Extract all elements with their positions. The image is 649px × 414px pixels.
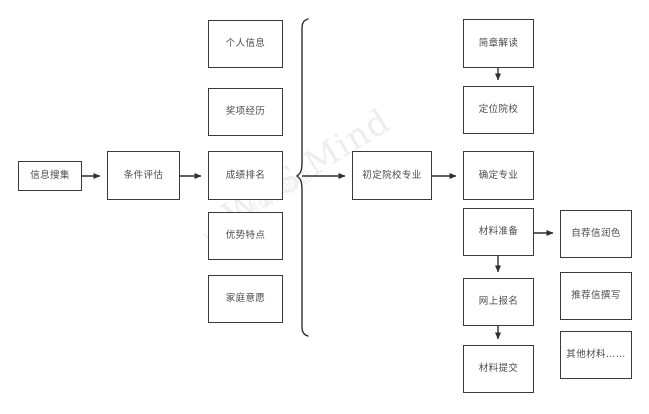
node-locate-school[interactable]: 定位院校 xyxy=(463,86,534,134)
node-online-registration[interactable]: 网上报名 xyxy=(463,278,534,326)
node-label: 初定院校专业 xyxy=(362,169,422,181)
node-self-recommendation-polish[interactable]: 自荐信润色 xyxy=(560,210,632,258)
node-label: 材料提交 xyxy=(478,363,519,375)
node-brochure-interpretation[interactable]: 简章解读 xyxy=(463,19,534,68)
node-award-experience[interactable]: 奖项经历 xyxy=(208,88,283,136)
node-label: 自荐信润色 xyxy=(571,228,621,240)
node-strength-features[interactable]: 优势特点 xyxy=(208,212,283,260)
node-condition-evaluation[interactable]: 条件评估 xyxy=(107,151,180,200)
node-label: 个人信息 xyxy=(225,38,266,50)
node-information-gathering[interactable]: 信息搜集 xyxy=(18,161,82,191)
node-label: 材料准备 xyxy=(478,226,519,238)
node-label: 确定专业 xyxy=(478,169,519,181)
node-personal-info[interactable]: 个人信息 xyxy=(208,20,283,68)
node-label: 简章解读 xyxy=(478,37,519,49)
node-label: 定位院校 xyxy=(478,104,519,116)
node-score-ranking[interactable]: 成绩排名 xyxy=(208,151,283,200)
node-label: 信息搜集 xyxy=(30,170,70,182)
node-preliminary-school-major[interactable]: 初定院校专业 xyxy=(352,151,432,200)
node-material-submission[interactable]: 材料提交 xyxy=(463,345,534,393)
node-label: 条件评估 xyxy=(123,169,164,181)
node-family-wishes[interactable]: 家庭意愿 xyxy=(208,275,283,323)
node-material-preparation[interactable]: 材料准备 xyxy=(463,208,534,256)
node-label: 奖项经历 xyxy=(225,106,266,118)
grouping-brace xyxy=(295,18,309,337)
node-label: 成绩排名 xyxy=(225,169,266,181)
node-label: 网上报名 xyxy=(478,296,519,308)
node-label: 其他材料…… xyxy=(566,349,626,361)
node-label: 推荐信撰写 xyxy=(571,290,621,302)
node-label: 家庭意愿 xyxy=(225,293,266,305)
node-other-materials[interactable]: 其他材料…… xyxy=(560,331,632,379)
node-confirm-major[interactable]: 确定专业 xyxy=(463,151,534,200)
node-label: 优势特点 xyxy=(225,230,266,242)
node-recommendation-letter-writing[interactable]: 推荐信撰写 xyxy=(560,272,632,320)
